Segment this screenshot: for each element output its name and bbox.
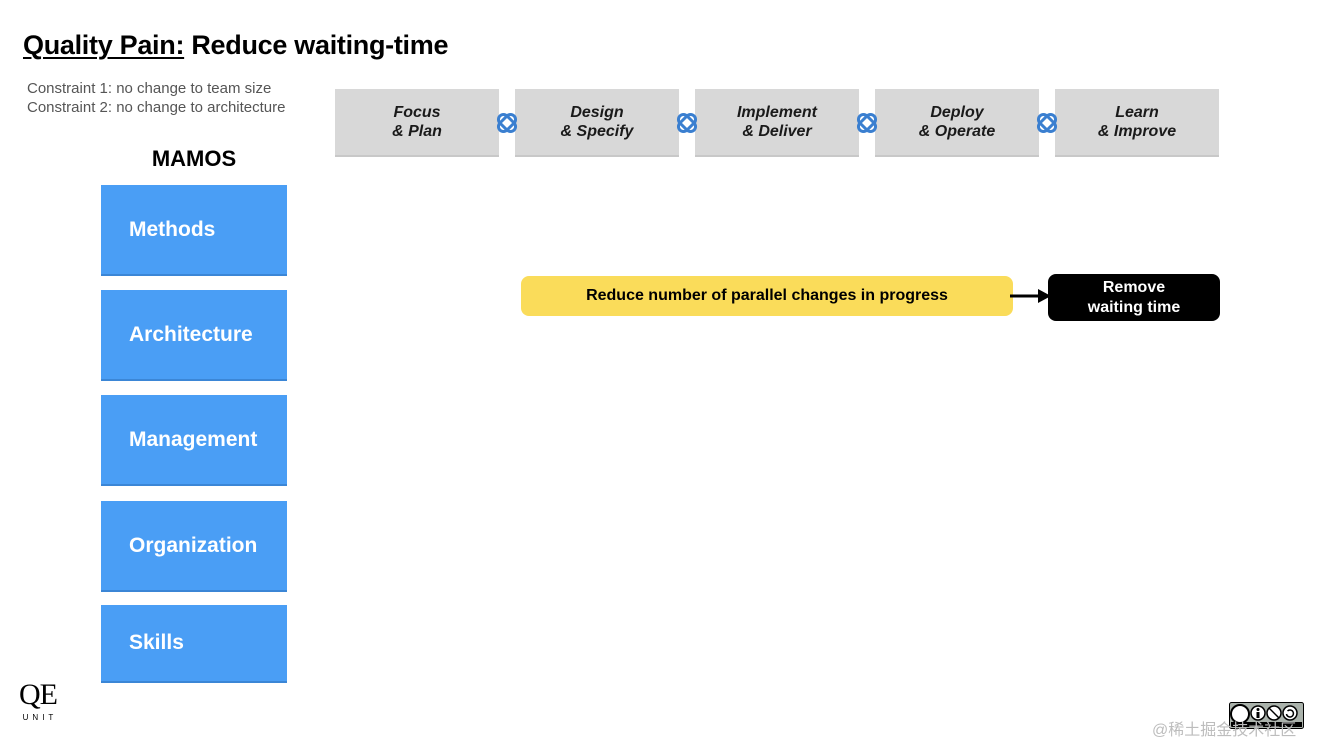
stage-line1: Focus bbox=[393, 104, 441, 121]
page-title: Quality Pain: Reduce waiting-time bbox=[23, 30, 448, 61]
stage-implement-deliver: Implement & Deliver bbox=[695, 89, 859, 157]
mamos-item-skills: Skills bbox=[101, 605, 287, 683]
constraint-2: Constraint 2: no change to architecture bbox=[27, 99, 286, 116]
stage-line1: Learn bbox=[1115, 104, 1159, 121]
arrow-right-icon bbox=[1010, 289, 1051, 303]
mamos-item-management: Management bbox=[101, 395, 287, 486]
stage-line1: Deploy bbox=[930, 104, 984, 121]
stage-line2: & Operate bbox=[918, 123, 996, 140]
qe-unit-logo: QE UNIT bbox=[14, 678, 62, 723]
stage-line2: & Plan bbox=[392, 123, 442, 140]
logo-sub: UNIT bbox=[22, 713, 58, 722]
stage-design-specify: Design & Specify bbox=[515, 89, 679, 157]
effect-box: Remove waiting time bbox=[1048, 274, 1220, 321]
title-rest: Reduce waiting-time bbox=[184, 30, 449, 60]
chain-link-icon bbox=[496, 112, 518, 134]
stage-line2: & Specify bbox=[560, 123, 634, 140]
mamos-item-architecture: Architecture bbox=[101, 290, 287, 381]
stage-learn-improve: Learn & Improve bbox=[1055, 89, 1219, 157]
stage-line2: & Deliver bbox=[742, 123, 812, 140]
chain-link-icon bbox=[1036, 112, 1058, 134]
chain-link-icon bbox=[676, 112, 698, 134]
stage-deploy-operate: Deploy & Operate bbox=[875, 89, 1039, 157]
chain-link-icon bbox=[856, 112, 878, 134]
title-prefix: Quality Pain: bbox=[23, 30, 185, 60]
cc-license-icon bbox=[1229, 702, 1304, 729]
mamos-item-organization: Organization bbox=[101, 501, 287, 592]
watermark: @稀土掘金技术社区 bbox=[1152, 722, 1297, 739]
effect-line1: Remove bbox=[1102, 278, 1166, 296]
stage-line2: & Improve bbox=[1097, 123, 1177, 140]
cause-box: Reduce number of parallel changes in pro… bbox=[521, 276, 1013, 316]
effect-line2: waiting time bbox=[1087, 298, 1181, 316]
mamos-item-methods: Methods bbox=[101, 185, 287, 276]
stage-line1: Implement bbox=[736, 104, 817, 121]
constraint-1: Constraint 1: no change to team size bbox=[27, 80, 272, 97]
mamos-heading: MAMOS bbox=[151, 146, 237, 171]
logo-main: QE bbox=[19, 678, 58, 711]
stage-focus-plan: Focus & Plan bbox=[335, 89, 499, 157]
stage-line1: Design bbox=[570, 104, 624, 121]
